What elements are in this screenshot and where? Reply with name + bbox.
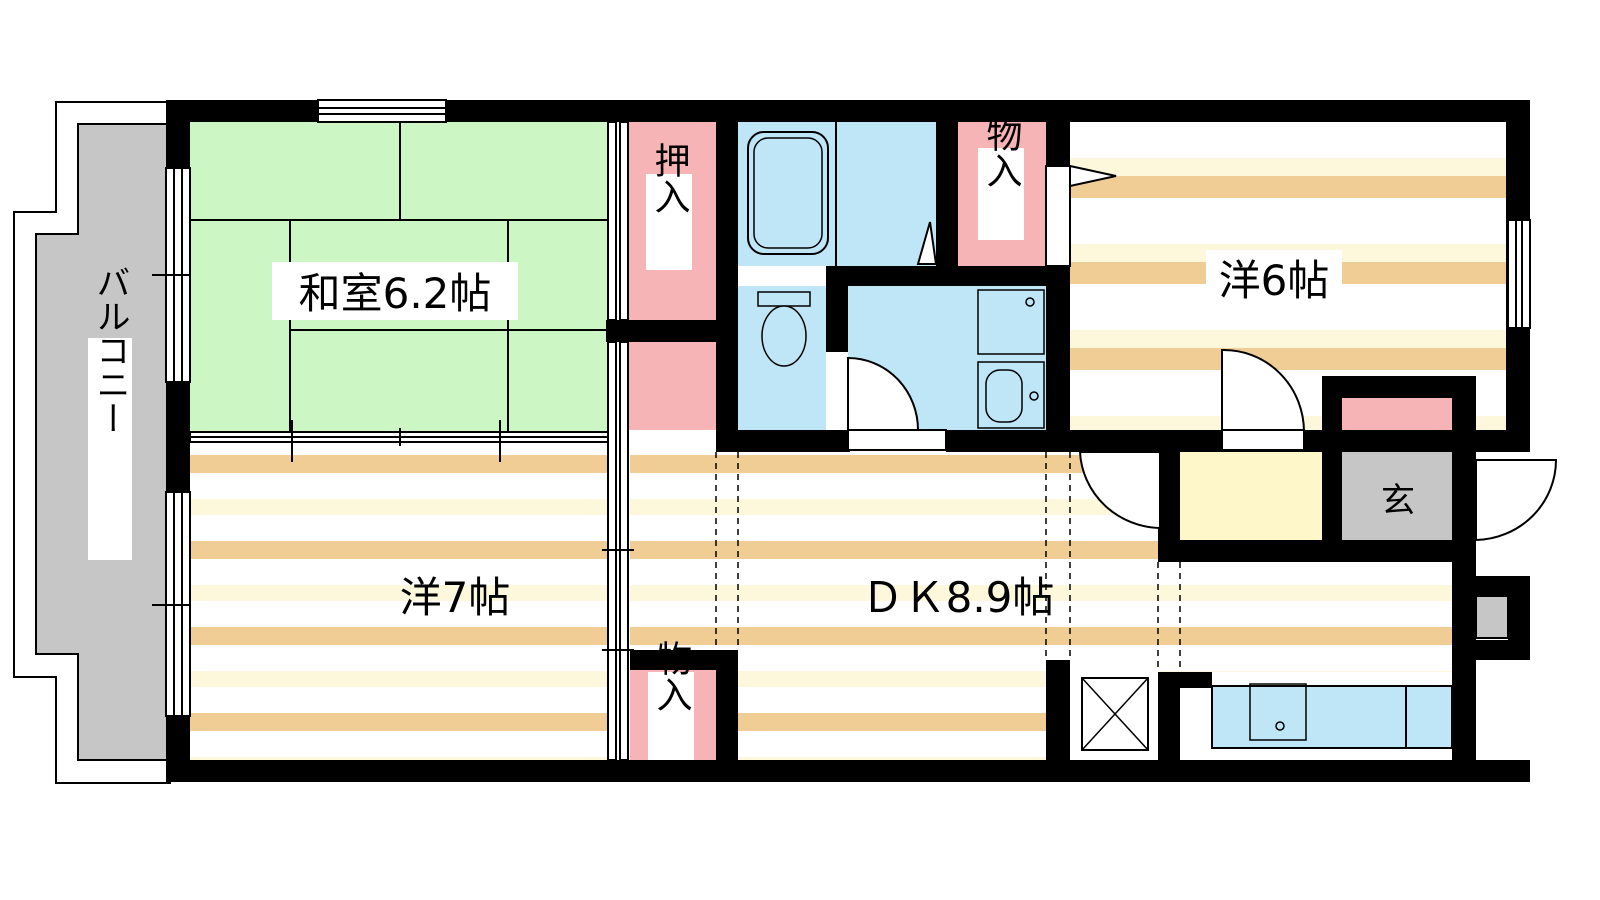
shoe-storage — [1342, 398, 1452, 430]
washbasin-icon — [977, 289, 1045, 429]
kitchen-counter — [1211, 685, 1453, 749]
oshiire-label: 押入 — [649, 142, 690, 214]
doors — [847, 164, 1558, 542]
balcony-label-bg — [88, 338, 132, 560]
dk-label: ＤＫ8.9帖 — [862, 573, 1055, 622]
tatami-lines — [190, 122, 608, 432]
monoire-top-label: 物入 — [981, 116, 1022, 188]
washitsu-label-bg — [272, 262, 518, 320]
yo7-label: 洋7帖 — [400, 573, 511, 622]
ventilation-shaft-icon — [1081, 677, 1149, 751]
monoire-top-label-bg — [978, 148, 1024, 240]
sink-icon — [1249, 683, 1407, 748]
washitsu-label: 和室6.2帖 — [299, 269, 492, 318]
yo6-label-bg — [1206, 250, 1342, 308]
balcony-label: バルコニー — [90, 265, 130, 435]
oshiire-lower — [628, 342, 716, 430]
toilet-icon — [757, 291, 811, 367]
oshiire-label-bg — [646, 174, 692, 270]
dashed-guides — [715, 452, 1181, 672]
monoire-bottom-label-bg — [648, 672, 694, 760]
genkan-label: 玄 — [1381, 481, 1415, 521]
monoire-bottom-label: 物入 — [651, 640, 692, 712]
dk-floor — [630, 455, 1160, 650]
sliding-doors — [152, 121, 634, 761]
yo7-floor — [190, 455, 608, 760]
genkan-floor — [1342, 452, 1452, 540]
bathtub-icon — [747, 131, 829, 255]
entry-hall-floor — [1180, 452, 1322, 540]
meter-box — [1475, 595, 1509, 639]
yo6-label: 洋6帖 — [1219, 256, 1330, 305]
dk-floor-lower — [738, 650, 1048, 760]
walls — [166, 100, 1530, 782]
kitchen-floor — [1160, 562, 1452, 672]
room-labels: 和室6.2帖 洋7帖 洋6帖 ＤＫ8.9帖 玄 バルコニー 押入 物入 物入 — [88, 116, 1415, 760]
